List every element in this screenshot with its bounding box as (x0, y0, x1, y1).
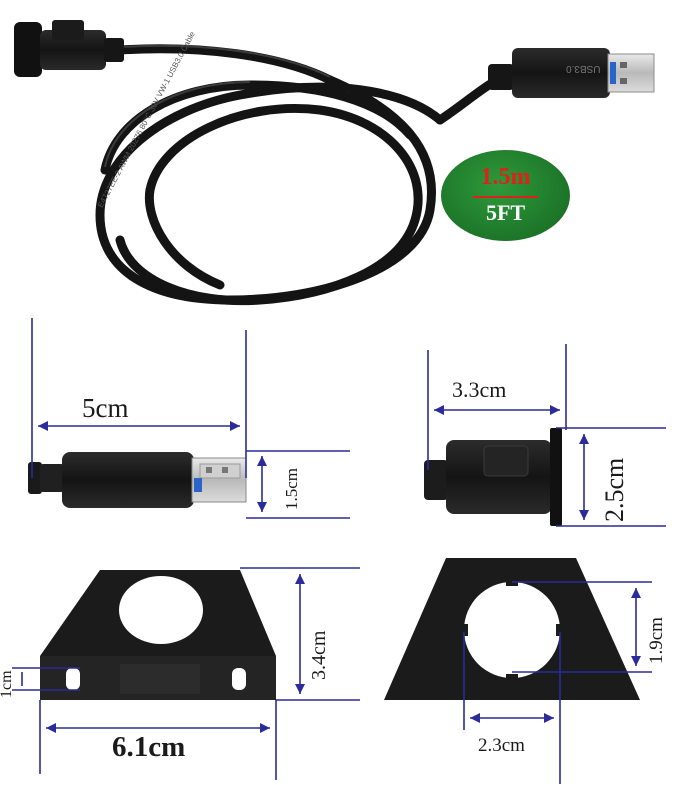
usb-cable-coil-highlight (104, 44, 331, 168)
dim-socket-height: 2.5cm (600, 457, 629, 522)
dim-mount-right-height: 1.9cm (646, 617, 667, 664)
usb-a-plug-side (28, 452, 247, 508)
dimension-arrowheads (38, 405, 641, 733)
dimension-lines (12, 318, 666, 784)
dim-mount-right-width: 2.3cm (478, 735, 525, 756)
panel-mount-socket-top (14, 20, 124, 77)
mount-bracket-left (40, 570, 276, 700)
length-badge-divider (473, 196, 538, 198)
dim-plug-length: 5cm (82, 393, 129, 423)
dim-mount-left-height: 3.4cm (308, 630, 330, 680)
length-badge-feet: 5FT (485, 200, 526, 225)
dim-mount-left-width: 6.1cm (112, 731, 186, 763)
usb-a-plug-top (488, 48, 655, 98)
length-badge-meters: 1.5m (480, 164, 531, 190)
panel-mount-socket-side (424, 428, 562, 526)
usb-mark-text: USB3.0 (566, 63, 601, 74)
dim-socket-length: 3.3cm (452, 377, 507, 402)
dim-plug-height: 1.5cm (282, 467, 301, 510)
mount-bracket-right (384, 558, 640, 700)
usb-cable-coil (95, 44, 520, 306)
dim-mount-left-slot: 1cm (0, 670, 15, 698)
length-badge: 1.5m 5FT (441, 150, 570, 241)
